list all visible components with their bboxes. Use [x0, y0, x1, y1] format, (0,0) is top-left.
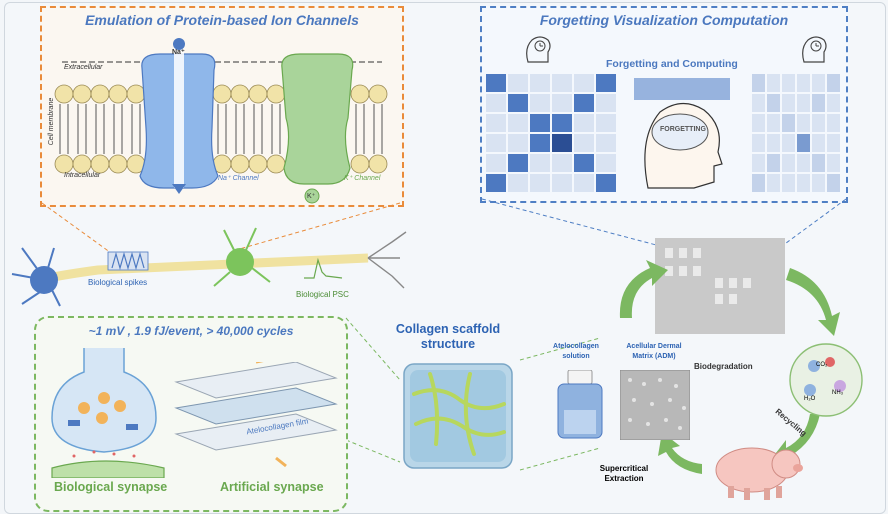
- nh3-label: NH₃: [832, 390, 844, 396]
- solution-bottle-illustration: [557, 370, 603, 439]
- na-ion-label: Na⁺: [172, 49, 185, 56]
- pig-illustration: [715, 447, 803, 500]
- synapse-panel: ~1 mV , 1.9 fJ/event, > 40,000 cycles At…: [34, 316, 348, 512]
- k-ion-label: K⁺: [307, 193, 316, 200]
- ion-channel-title: Emulation of Protein-based Ion Channels: [85, 12, 359, 28]
- head-clock-icon: [526, 36, 551, 63]
- atelocollagen-solution-line1: Atelocollagen: [553, 343, 599, 350]
- recycling-sphere-illustration: [789, 343, 863, 417]
- membrane-illustration: [54, 38, 388, 204]
- k-channel-label: K⁺ Channel: [344, 175, 381, 182]
- biological-synapse-label: Biological synapse: [54, 480, 168, 494]
- adm-line1: Acellular Dermal: [626, 343, 682, 350]
- head-clock-icon-right: [802, 36, 827, 63]
- adm-sample-photo: [620, 370, 690, 440]
- brain-head-illustration: [634, 78, 730, 189]
- biological-psc-label: Biological PSC: [296, 290, 349, 299]
- artificial-synapse-label: Artificial synapse: [220, 480, 324, 494]
- forgetting-title: Forgetting Visualization Computation: [539, 12, 789, 28]
- biological-spikes-label: Biological spikes: [88, 278, 148, 287]
- na-channel-label: Na⁺ Channel: [218, 175, 259, 182]
- forgetting-panel: Forgetting Visualization Computation For…: [480, 6, 848, 203]
- scaffold-title-line1: Collagen scaffold: [395, 322, 501, 336]
- scaffold-title-line2: structure: [420, 337, 476, 351]
- h2o-label: H₂O: [804, 396, 816, 402]
- artificial-synapse-illustration: [174, 362, 338, 468]
- supercritical-line1: Supercritical: [599, 464, 649, 473]
- scaffold-title: Collagen scaffold structure: [394, 322, 502, 352]
- neuron-illustration: [11, 227, 407, 307]
- biodegradation-label: Biodegradation: [694, 362, 753, 371]
- atelocollagen-solution-label: Atelocollagen solution: [540, 342, 612, 362]
- dissolved-film-photo: [655, 238, 785, 334]
- adm-line2: Matrix (ADM): [632, 353, 676, 360]
- collagen-cube-illustration: [403, 363, 513, 469]
- brain-forgetting-text: FORGETTING: [660, 126, 706, 133]
- supercritical-label: Supercritical Extraction: [592, 464, 656, 484]
- memory-grid-before: [486, 74, 616, 192]
- metrics-text: ~1 mV , 1.9 fJ/event, > 40,000 cycles: [88, 324, 294, 338]
- memory-grid-after: [752, 74, 840, 192]
- supercritical-line2: Extraction: [604, 474, 644, 483]
- biological-synapse-illustration: [51, 348, 165, 478]
- adm-label: Acellular Dermal Matrix (ADM): [616, 342, 692, 362]
- atelocollagen-solution-line2: solution: [562, 353, 590, 360]
- intracellular-label: Intracellular: [64, 172, 101, 179]
- ion-channel-panel: Emulation of Protein-based Ion Channels: [40, 6, 404, 207]
- co2-label: CO₂: [816, 362, 828, 368]
- extracellular-label: Extracellular: [64, 64, 103, 71]
- forgetting-subtitle: Forgetting and Computing: [606, 58, 738, 70]
